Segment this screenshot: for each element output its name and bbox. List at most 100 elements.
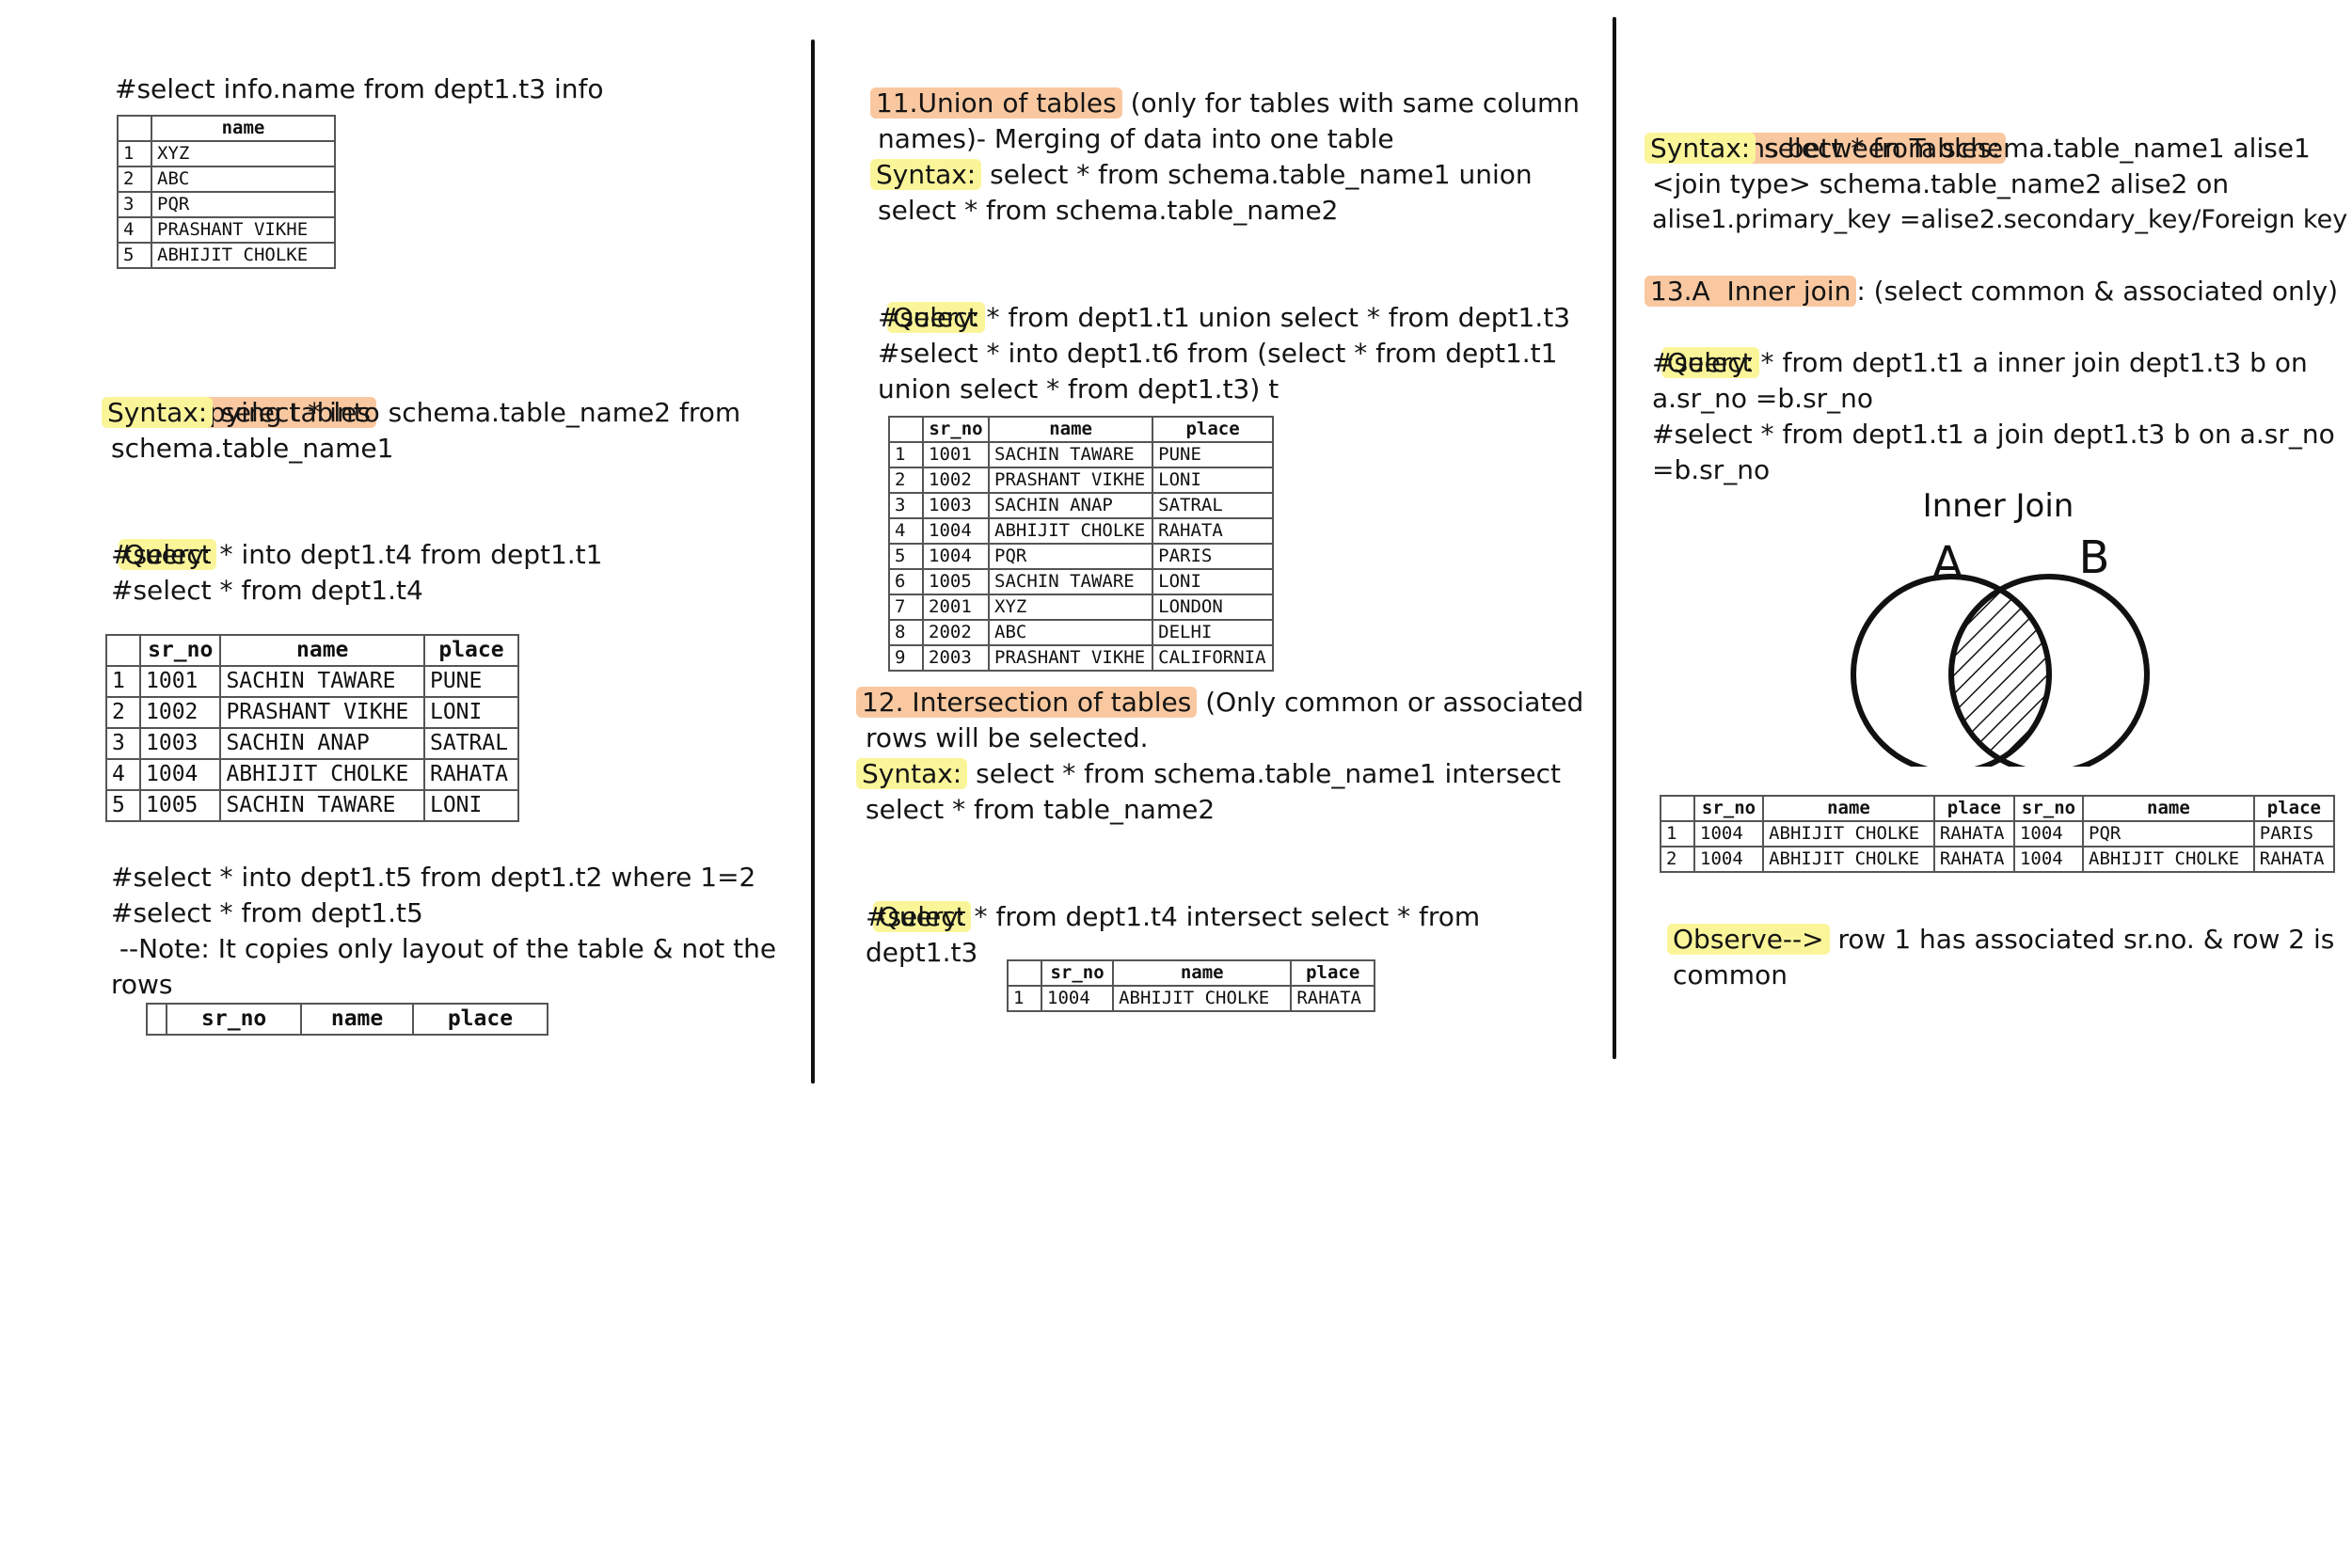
- column-header: sr_no: [166, 1003, 303, 1036]
- query-select-t4: #select * from dept1.t4: [111, 575, 423, 606]
- table-cell: SACHIN ANAP: [219, 727, 425, 760]
- column-divider-1: [811, 40, 815, 1084]
- row-index-cell: 5: [105, 789, 141, 822]
- table-cell: 1004: [922, 517, 990, 545]
- table-cell: PQR: [987, 543, 1154, 570]
- row-index-cell: 1: [888, 441, 924, 468]
- table-cell: SACHIN TAWARE: [219, 789, 425, 822]
- section-13-syntax-cont1: <join type> schema.table_name2 alise2 on: [1652, 168, 2230, 199]
- query-union-into-t6-cont: union select * from dept1.t3) t: [878, 373, 1279, 404]
- table-cell: DELHI: [1152, 619, 1274, 646]
- row-index-cell: 5: [117, 242, 152, 269]
- query-union-into-t6: #select * into dept1.t6 from (select * f…: [878, 338, 1558, 369]
- column-header: name: [300, 1003, 414, 1036]
- section-13a-title: 13.A Inner join: (select common & associ…: [1645, 274, 2338, 309]
- table-cell: 1004: [1692, 846, 1765, 873]
- column-divider-2: [1613, 17, 1616, 1059]
- table-cell: SACHIN TAWARE: [219, 665, 425, 698]
- section-13a-highlight: 13.A Inner join: [1645, 276, 1857, 307]
- row-index-cell: 4: [888, 517, 924, 545]
- query-intersect-cont: dept1.t3: [866, 937, 978, 968]
- table-cell: 2002: [922, 619, 990, 646]
- row-index-cell: 9: [888, 644, 924, 672]
- table-cell: LONI: [1152, 568, 1274, 595]
- row-index-cell: 1: [117, 140, 152, 167]
- row-index-cell: 2: [105, 696, 141, 729]
- row-index-cell: 5: [888, 543, 924, 570]
- section-12-query-label: Query:: [856, 863, 972, 935]
- row-index-cell: 2: [117, 166, 152, 193]
- section-13a-query-label: Query:: [1645, 309, 1760, 381]
- column-header: place: [1290, 959, 1375, 987]
- table-cell: ABHIJIT CHOLKE: [151, 242, 336, 269]
- table-cell: XYZ: [151, 140, 336, 167]
- row-index-cell: 6: [888, 568, 924, 595]
- column-header: name: [987, 416, 1154, 443]
- observe-note-cont: common: [1673, 959, 1788, 990]
- venn-label-a: A: [1932, 537, 1963, 590]
- section-13-syntax-cont2: alise1.primary_key =alise2.secondary_key…: [1652, 205, 2348, 234]
- query-label: Query:: [118, 539, 217, 570]
- column-header: name: [1762, 795, 1935, 822]
- table-cell: 1004: [138, 758, 222, 791]
- table-cell: PQR: [2082, 820, 2255, 847]
- row-index-cell: 3: [105, 727, 141, 760]
- section-11-highlight: 11.Union of tables: [870, 87, 1122, 119]
- table-cell: PARIS: [1152, 543, 1274, 570]
- section-10-syntax: Syntax: select * into schema.table_name2…: [102, 395, 740, 431]
- table-cell: RAHATA: [422, 758, 520, 791]
- table-cell: PRASHANT VIKHE: [151, 216, 336, 244]
- column-header: [117, 115, 152, 142]
- table-cell: 1004: [2012, 846, 2085, 873]
- table-cell: 1005: [922, 568, 990, 595]
- section-11-syntax-cont: select * from schema.table_name2: [878, 195, 1339, 226]
- table-cell: SACHIN TAWARE: [987, 441, 1154, 468]
- row-index-cell: 1: [1660, 820, 1695, 847]
- table-cell: RAHATA: [1152, 517, 1274, 545]
- table-cell: 2001: [922, 594, 990, 621]
- section-11-title: 11.Union of tables (only for tables with…: [870, 86, 1580, 121]
- row-index-cell: 1: [105, 665, 141, 698]
- section-13-syntax: Syntax: select * from schema.table_name1…: [1645, 131, 2311, 166]
- table-cell: 1005: [138, 789, 222, 822]
- query-join-cont: =b.sr_no: [1652, 454, 1771, 485]
- table-header-row: name: [117, 115, 336, 142]
- inner-join-venn-diagram: Inner Join A B: [1851, 487, 2150, 767]
- table-cell: PUNE: [422, 665, 520, 698]
- section-12-syntax-cont: select * from table_name2: [866, 794, 1216, 825]
- table-cell: RAHATA: [1932, 820, 2015, 847]
- column-header: [1007, 959, 1042, 987]
- table-cell: ABHIJIT CHOLKE: [1112, 985, 1293, 1012]
- observe-label: Observe-->: [1667, 924, 1830, 955]
- venn-circle-b-intersection: [1951, 577, 2049, 767]
- column-header: [1660, 795, 1695, 822]
- note-layout-only: --Note: It copies only layout of the tab…: [111, 933, 777, 964]
- column-header: [145, 1003, 168, 1036]
- column-header: place: [2252, 795, 2336, 822]
- table-cell: 1004: [922, 543, 990, 570]
- observe-note: Observe--> row 1 has associated sr.no. &…: [1667, 922, 2334, 958]
- table-cell: 1004: [2012, 820, 2085, 847]
- column-header: name: [219, 634, 425, 667]
- section-12-desc: (Only common or associated: [1197, 687, 1584, 718]
- section-10-query-label: Query:: [102, 501, 217, 573]
